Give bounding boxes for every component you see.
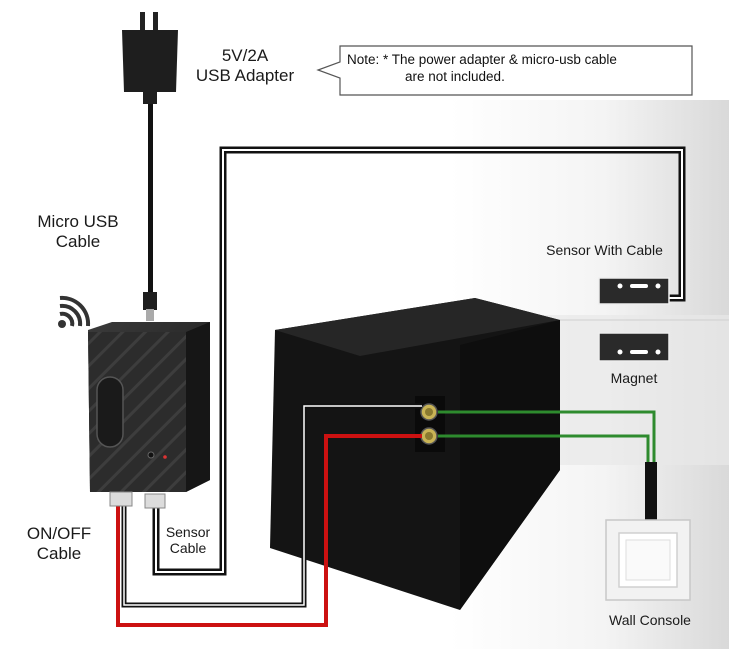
onoff-label-line2: Cable <box>36 543 82 563</box>
green-wires <box>438 410 657 532</box>
onoff-label-line1: ON/OFF <box>26 524 92 543</box>
micro-usb-label: Micro USB Cable <box>22 212 134 251</box>
micro-usb-label-line2: Cable <box>55 231 101 251</box>
note-callout <box>316 45 693 96</box>
note-text: Note: * The power adapter & micro-usb ca… <box>333 46 693 94</box>
controller-box <box>88 322 210 509</box>
sensor-with-cable-label: Sensor With Cable <box>546 242 663 258</box>
usb-adapter-icon <box>122 12 178 104</box>
wall-switch <box>605 519 691 601</box>
adapter-label-line1: 5V/2A <box>221 46 269 65</box>
sensor-cable-label-line1: Sensor <box>165 524 211 540</box>
garage-door-opener <box>270 298 560 610</box>
magnet-label: Magnet <box>610 370 658 386</box>
terminal-screws <box>420 403 438 445</box>
onoff-cable <box>116 403 422 627</box>
wall-console-label: Wall Console <box>609 612 691 628</box>
note-line2: are not included. <box>405 69 505 84</box>
magnet-icon <box>598 332 670 362</box>
wifi-icon <box>58 295 91 328</box>
adapter-label-line2: USB Adapter <box>195 65 295 85</box>
sensor-cable-label: Sensor Cable <box>160 524 216 556</box>
note-line1: Note: * The power adapter & micro-usb ca… <box>347 52 617 67</box>
sensor-icon <box>598 277 670 305</box>
sensor-cable-label-line2: Cable <box>169 540 207 557</box>
adapter-label: 5V/2A USB Adapter <box>185 46 305 85</box>
micro-usb-cable <box>143 104 157 321</box>
sensor-cable-wire <box>152 146 686 576</box>
micro-usb-label-line1: Micro USB <box>37 212 119 231</box>
onoff-cable-label: ON/OFF Cable <box>14 524 104 563</box>
